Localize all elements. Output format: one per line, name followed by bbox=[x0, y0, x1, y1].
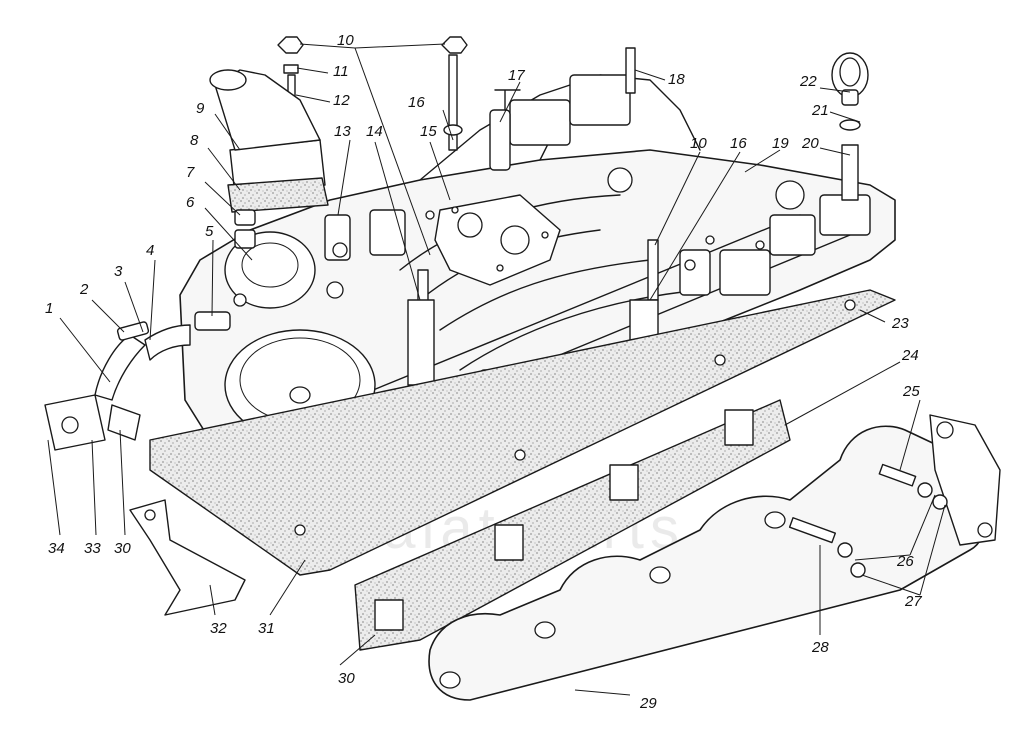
callout-27: 27 bbox=[904, 593, 922, 610]
callout-2: 2 bbox=[79, 281, 89, 298]
callout-30-bottom: 30 bbox=[338, 670, 355, 687]
callout-30-left: 30 bbox=[114, 540, 131, 557]
callout-24: 24 bbox=[901, 347, 919, 364]
callout-29: 29 bbox=[639, 695, 657, 712]
callout-32: 32 bbox=[210, 620, 227, 637]
callout-10-right: 10 bbox=[690, 135, 707, 152]
callout-17: 17 bbox=[508, 67, 525, 84]
callout-16-right: 16 bbox=[730, 135, 747, 152]
callout-9: 9 bbox=[196, 100, 205, 117]
callout-23: 23 bbox=[891, 315, 909, 332]
callout-25: 25 bbox=[902, 383, 920, 400]
water-outlet bbox=[209, 69, 329, 249]
callout-31: 31 bbox=[258, 620, 275, 637]
callout-18: 18 bbox=[668, 71, 685, 88]
callout-26: 26 bbox=[896, 553, 914, 570]
exhaust-gasket-30 bbox=[354, 399, 791, 651]
left-hose-fittings bbox=[44, 311, 231, 451]
callout-11: 11 bbox=[333, 63, 349, 80]
callout-15: 15 bbox=[420, 123, 437, 140]
callout-34: 34 bbox=[48, 540, 65, 557]
leader-lines bbox=[47, 43, 946, 696]
callout-21: 21 bbox=[811, 102, 829, 119]
callout-28: 28 bbox=[811, 639, 829, 656]
callout-14: 14 bbox=[366, 123, 383, 140]
callout-6: 6 bbox=[186, 194, 195, 211]
callout-16-left: 16 bbox=[408, 94, 425, 111]
callout-4: 4 bbox=[146, 242, 154, 259]
callout-5: 5 bbox=[205, 223, 214, 240]
callout-7: 7 bbox=[186, 164, 195, 181]
exhaust-manifold bbox=[428, 414, 1001, 701]
callout-19: 19 bbox=[772, 135, 789, 152]
callout-12: 12 bbox=[333, 92, 350, 109]
callout-8: 8 bbox=[190, 132, 199, 149]
callout-20: 20 bbox=[801, 135, 819, 152]
callout-22: 22 bbox=[799, 73, 817, 90]
callout-13: 13 bbox=[334, 123, 351, 140]
bracket-32 bbox=[129, 499, 246, 616]
callout-1: 1 bbox=[45, 300, 53, 317]
callout-3: 3 bbox=[114, 263, 123, 280]
callout-33: 33 bbox=[84, 540, 101, 557]
callout-10-top: 10 bbox=[337, 32, 354, 49]
manifold-gasket-23 bbox=[149, 289, 896, 576]
callout-labels: 1 2 3 4 5 6 7 8 9 10 10 11 12 13 14 15 1… bbox=[45, 32, 922, 712]
